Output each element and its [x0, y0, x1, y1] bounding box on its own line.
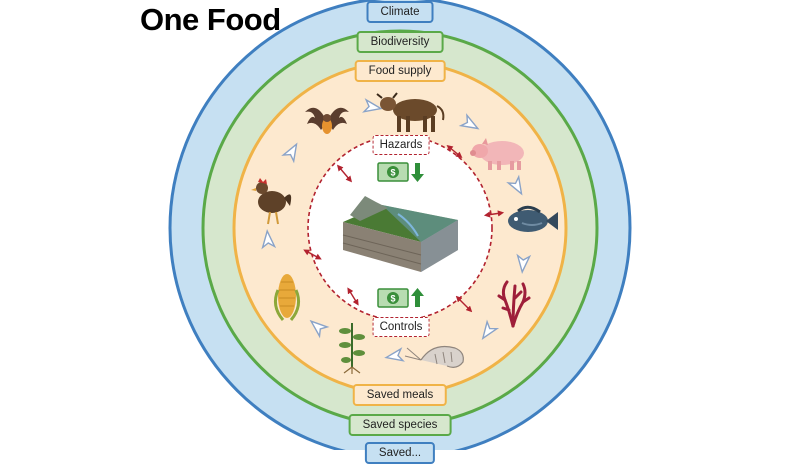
saved-species-label: Saved species [348, 414, 452, 436]
chicken-icon [251, 178, 292, 225]
saved-label-partial: Saved... [364, 442, 436, 464]
cycle-arrow-icon [384, 347, 405, 362]
cycle-arrow-icon [261, 229, 277, 250]
food-supply-label: Food supply [354, 60, 446, 82]
climate-label: Climate [366, 1, 434, 23]
cycle-arrow-icon [362, 98, 383, 113]
seaweed-icon [497, 280, 531, 328]
money-glyph: $ [390, 168, 395, 178]
cycle-arrow-icon [516, 253, 532, 274]
plant-icon [339, 323, 365, 374]
loop-arrow [455, 295, 473, 313]
terrain-block-icon [342, 196, 458, 272]
cycle-arrow-icon [281, 142, 298, 164]
diagram-canvas: $ $ [168, 0, 632, 450]
corn-icon [273, 274, 301, 321]
cycle-arrow-icon [458, 113, 480, 130]
cycle-arrows [261, 98, 532, 362]
loop-arrow [347, 287, 359, 306]
hazards-label: Hazards [372, 135, 430, 155]
bat-icon [305, 107, 349, 134]
controls-label: Controls [372, 317, 430, 337]
page-title: One Food [140, 2, 281, 37]
fish-icon [508, 205, 558, 232]
shrimp-icon [404, 345, 464, 368]
one-food-diagram: $ $ One Food Climate Biodiversity Food s… [140, 0, 632, 464]
cycle-arrow-icon [481, 319, 500, 341]
loop-arrow [446, 145, 463, 158]
money-down-icon: $ [377, 162, 424, 182]
biodiversity-label: Biodiversity [356, 31, 444, 53]
cycle-arrow-icon [309, 319, 330, 339]
pig-icon [470, 138, 524, 170]
loop-arrows [303, 145, 505, 313]
saved-meals-label: Saved meals [352, 384, 448, 406]
loop-arrow [336, 164, 353, 183]
hazards-controls-loop [307, 135, 493, 321]
money-up-icon: $ [377, 288, 424, 308]
money-glyph: $ [390, 294, 395, 304]
loop-arrow [483, 210, 505, 218]
cycle-arrow-icon [506, 174, 523, 196]
cow-icon [376, 92, 445, 132]
loop-arrow [303, 249, 322, 260]
